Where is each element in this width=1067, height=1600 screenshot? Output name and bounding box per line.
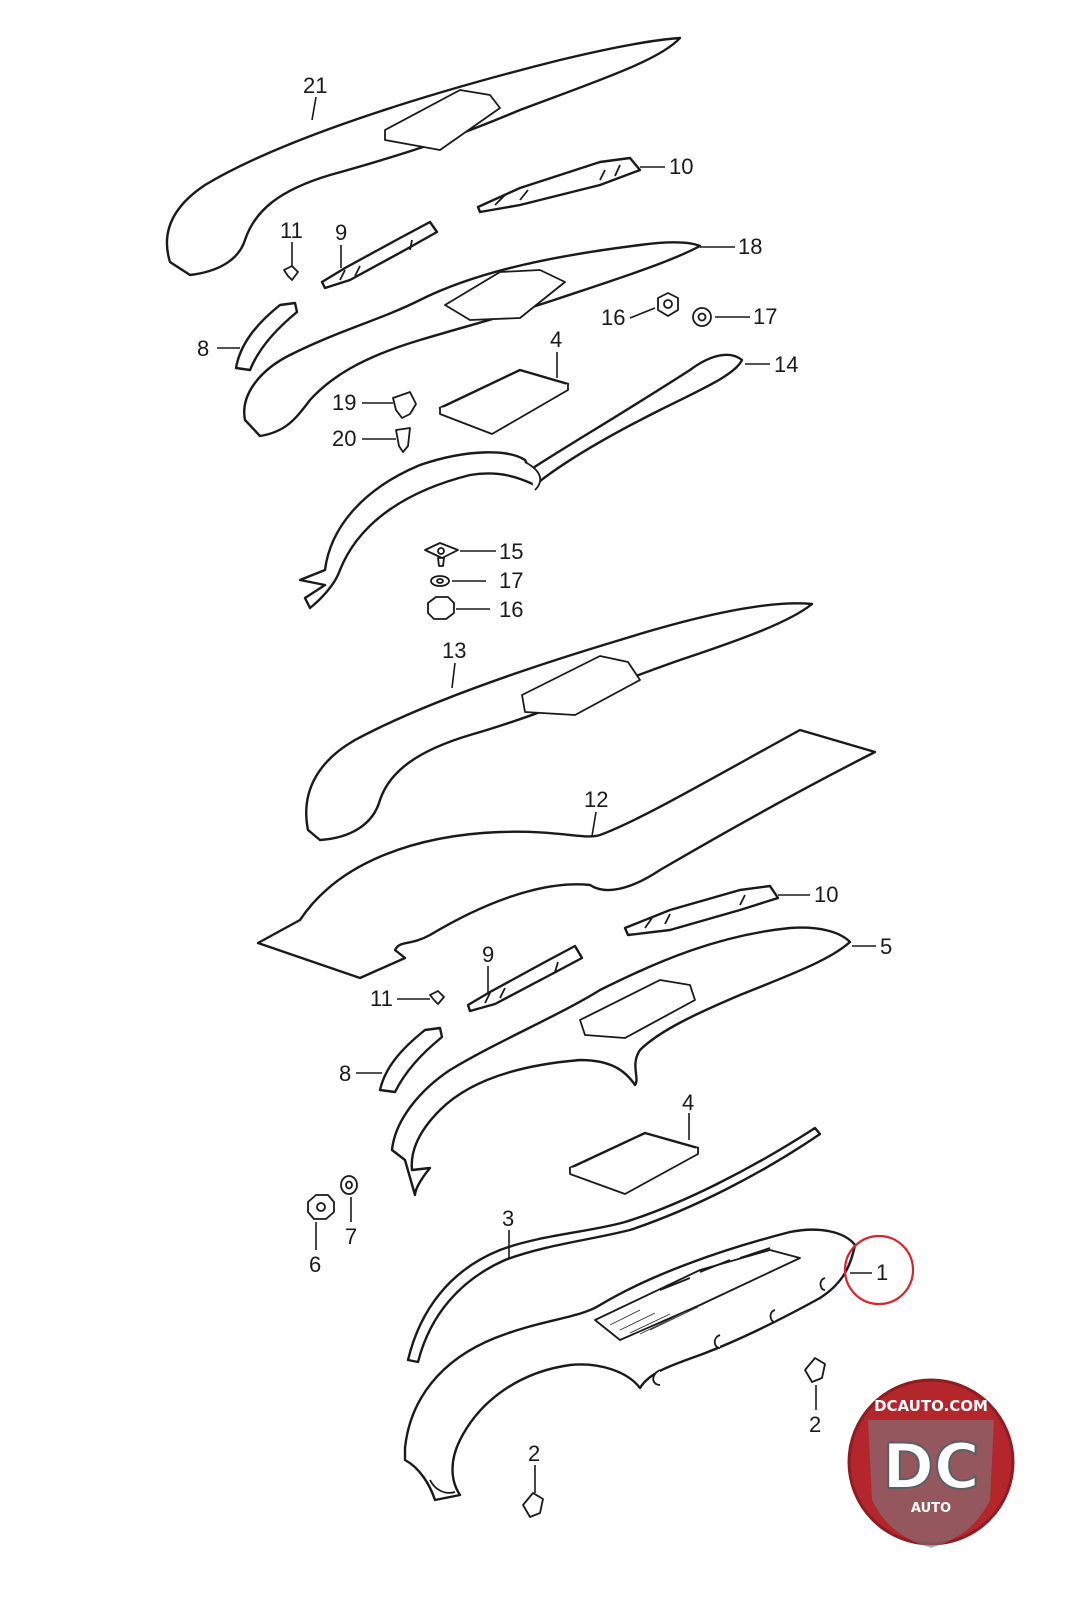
- part-17-washer-middle: [430, 575, 450, 587]
- callout-2-right: 2: [809, 1412, 821, 1437]
- callout-12: 12: [584, 787, 608, 812]
- callout-15: 15: [499, 539, 523, 564]
- part-8-bracket-upper: [234, 301, 299, 372]
- logo-letters: DC: [883, 1430, 980, 1503]
- part-2-clip-right: [804, 1357, 826, 1383]
- part-12-liner: [256, 728, 877, 980]
- part-15-stud-plate: [424, 542, 459, 567]
- part-1-dash-frame: [403, 1228, 857, 1502]
- part-3-seal-strip: [406, 1126, 822, 1364]
- callout-11-lower: 11: [370, 986, 393, 1011]
- callout-18: 18: [738, 234, 762, 259]
- part-2-clip-bottom: [522, 1492, 544, 1518]
- callout-11-upper: 11: [280, 218, 303, 243]
- part-10-bracket-lower: [623, 884, 780, 937]
- logo-word: AUTO: [911, 1501, 951, 1516]
- part-17-washer-upper: [692, 307, 712, 327]
- callout-7: 7: [345, 1224, 357, 1249]
- part-16-nut-middle: [427, 596, 455, 620]
- highlight-circle: [843, 1234, 915, 1306]
- callout-2-bottom: 2: [528, 1441, 540, 1466]
- callout-20: 20: [332, 426, 356, 451]
- callout-14: 14: [774, 352, 798, 377]
- part-9-bracket-lower: [466, 944, 584, 1013]
- part-13-dash-cover: [305, 602, 814, 842]
- part-10-bracket-upper: [476, 156, 642, 214]
- part-21-dash-cover: [165, 36, 682, 277]
- callout-1: 1: [876, 1260, 888, 1285]
- part-14-dash-frame: [298, 353, 744, 610]
- callout-3: 3: [502, 1206, 514, 1231]
- callout-17-upper: 17: [753, 304, 777, 329]
- part-16-nut-upper: [657, 292, 679, 317]
- leader-lines: [217, 96, 876, 1493]
- callout-19: 19: [332, 390, 356, 415]
- callout-16-middle: 16: [499, 597, 523, 622]
- callout-10-upper: 10: [669, 154, 693, 179]
- part-6-nut: [307, 1194, 335, 1220]
- part-4-pad-lower: [568, 1131, 700, 1195]
- logo-domain-text: DCAUTO.COM: [874, 1397, 988, 1415]
- part-4-pad-upper: [438, 368, 570, 435]
- callout-16-upper: 16: [601, 305, 625, 330]
- callout-8-lower: 8: [339, 1061, 351, 1086]
- callout-4-upper: 4: [550, 327, 562, 352]
- part-20-push-pin: [395, 427, 411, 453]
- callout-5: 5: [880, 934, 892, 959]
- part-7-washer: [340, 1175, 358, 1195]
- part-5-dash-panel: [390, 926, 852, 1197]
- callout-10-lower: 10: [814, 882, 838, 907]
- part-11-clip-upper: [283, 265, 299, 281]
- part-1-grille-hatch: [609, 1306, 699, 1335]
- part-11-clip-lower: [429, 990, 445, 1005]
- callout-4-lower: 4: [682, 1090, 694, 1115]
- callout-9-upper: 9: [335, 220, 347, 245]
- callout-13: 13: [442, 638, 466, 663]
- callout-8-upper: 8: [197, 336, 209, 361]
- callout-9-lower: 9: [482, 942, 494, 967]
- callout-17-middle: 17: [499, 568, 523, 593]
- callout-6: 6: [309, 1252, 321, 1277]
- callout-labels: 21 10 11 9 18 8 16 17 4 14 19 20 15 17 1…: [197, 73, 892, 1466]
- part-18-dash-pad: [243, 241, 702, 438]
- callout-21: 21: [303, 73, 327, 98]
- part-8-bracket-lower: [378, 1026, 444, 1094]
- part-9-bracket-upper: [320, 220, 439, 290]
- part-19-push-clip: [392, 391, 417, 419]
- dcauto-logo: DCAUTO.COM DC AUTO: [847, 1378, 1015, 1548]
